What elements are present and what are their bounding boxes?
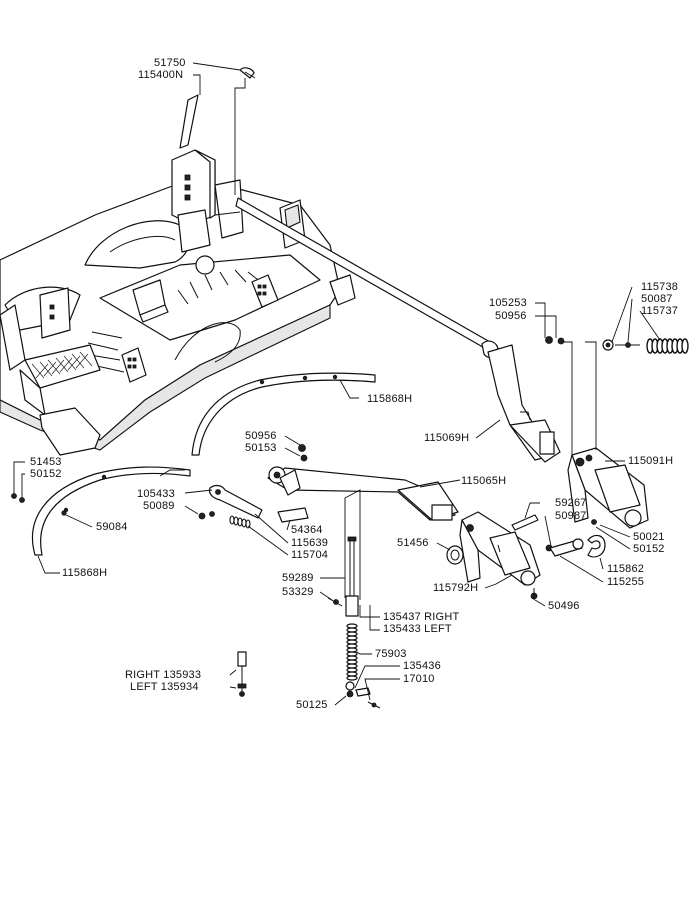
label-115400n: 115400N xyxy=(138,69,184,81)
lift-rod xyxy=(235,197,499,359)
hardware-51453 xyxy=(11,493,25,503)
label-115091h: 115091H xyxy=(628,455,674,467)
label-50152-left: 50152 xyxy=(30,468,62,480)
mower-deck xyxy=(0,149,356,456)
label-50125: 50125 xyxy=(296,699,328,711)
label-53329: 53329 xyxy=(282,586,314,598)
label-51750: 51750 xyxy=(154,57,186,69)
link-115639 xyxy=(198,484,263,529)
label-50496: 50496 xyxy=(548,600,580,612)
label-115792h: 115792H xyxy=(433,582,479,594)
leader-lines xyxy=(13,62,661,706)
label-135436: 135436 xyxy=(403,660,441,672)
deck-strap-115868h-upper xyxy=(191,372,376,456)
arm-115065h xyxy=(267,466,459,521)
label-17010: 17010 xyxy=(403,673,435,685)
label-115639: 115639 xyxy=(291,537,329,549)
label-115862: 115862 xyxy=(607,563,645,575)
label-115704: 115704 xyxy=(291,549,329,561)
label-50087: 50087 xyxy=(641,293,673,305)
label-115065h: 115065H xyxy=(461,475,507,487)
label-115868h-upper: 115868H xyxy=(367,393,413,405)
roller-51456 xyxy=(446,545,464,565)
label-105253: 105253 xyxy=(489,297,527,309)
label-59289: 59289 xyxy=(282,572,314,584)
bolt-59267 xyxy=(511,514,597,552)
bracket-115091h xyxy=(567,447,649,529)
arm-115069h xyxy=(487,344,561,463)
label-105433: 105433 xyxy=(137,488,175,500)
label-51456: 51456 xyxy=(397,537,429,549)
label-135934-left: LEFT 135934 xyxy=(130,681,199,693)
hardware-50956-50153 xyxy=(298,444,308,462)
label-115868h-lower: 115868H xyxy=(62,567,108,579)
label-135437-right: 135437 RIGHT xyxy=(383,611,460,623)
adjuster-assembly xyxy=(327,536,381,709)
clevis-pin-51750 xyxy=(179,67,256,149)
bracket-115792h xyxy=(459,511,541,586)
label-50956-lower: 50956 xyxy=(245,430,277,442)
spring-assembly xyxy=(602,338,689,354)
label-115255: 115255 xyxy=(607,576,645,588)
label-135433-left: 135433 LEFT xyxy=(383,623,452,635)
pad-54364 xyxy=(277,507,309,523)
label-75903: 75903 xyxy=(375,648,407,660)
bolt-50496 xyxy=(530,588,538,600)
label-115737: 115737 xyxy=(641,305,679,317)
label-115738: 115738 xyxy=(641,281,679,293)
label-115069h: 115069H xyxy=(424,432,470,444)
label-50153: 50153 xyxy=(245,442,277,454)
label-50021: 50021 xyxy=(633,531,665,543)
pin-135933 xyxy=(237,651,247,697)
label-51453: 51453 xyxy=(30,456,62,468)
pin-115255 xyxy=(549,534,606,558)
deck-strap-115868h-lower xyxy=(31,466,191,556)
clip-59084 xyxy=(61,510,67,516)
label-59267: 59267 xyxy=(555,497,587,509)
hardware-105253 xyxy=(545,336,565,345)
label-50956-upper: 50956 xyxy=(495,310,527,322)
label-54364: 54364 xyxy=(291,524,323,536)
label-50152-right: 50152 xyxy=(633,543,665,555)
label-50987: 50987 xyxy=(555,510,587,522)
label-135933-right: RIGHT 135933 xyxy=(125,669,202,681)
label-50089: 50089 xyxy=(143,500,175,512)
label-59084: 59084 xyxy=(96,521,128,533)
